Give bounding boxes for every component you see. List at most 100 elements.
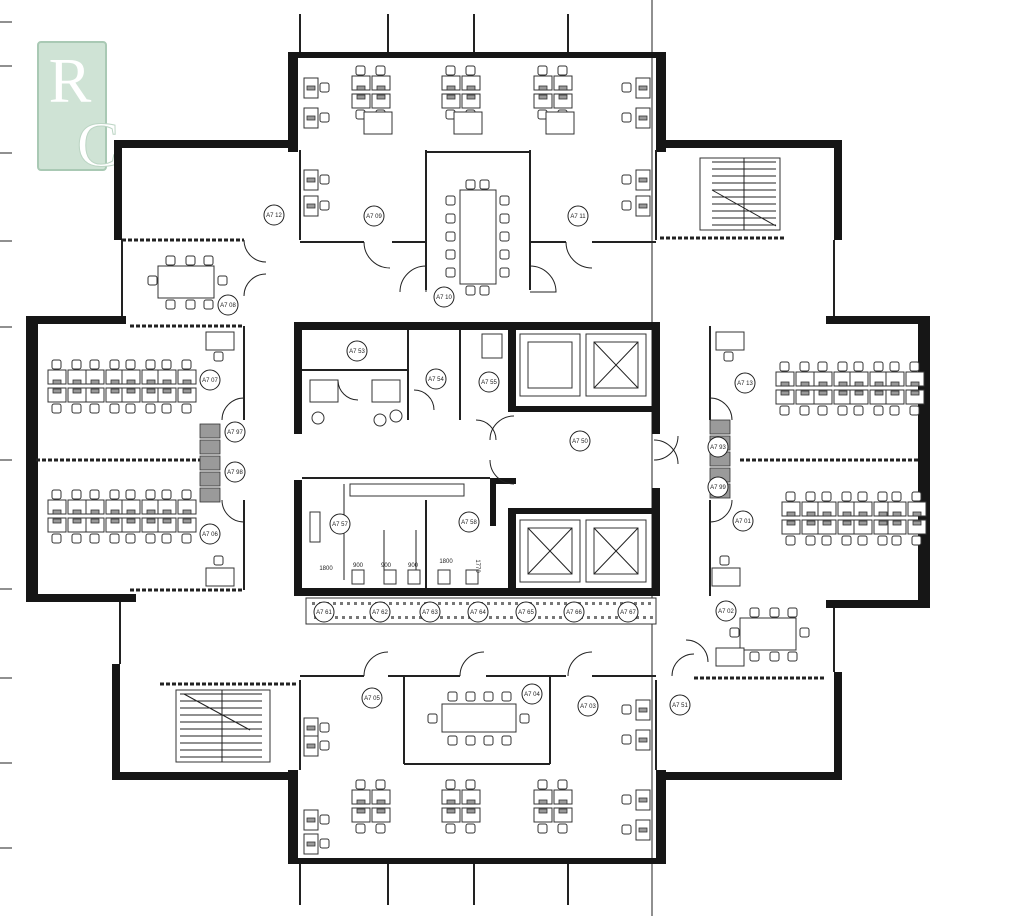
hatch-mark	[349, 616, 352, 619]
chair	[51, 489, 62, 500]
monitor	[52, 388, 62, 394]
chair	[71, 533, 82, 544]
monitor	[182, 518, 192, 524]
dimension-label: 1800	[319, 566, 333, 572]
desk	[47, 517, 67, 533]
monitor	[780, 390, 790, 396]
hatch-mark	[494, 602, 497, 605]
monitor	[306, 85, 316, 91]
hatch-mark	[368, 602, 371, 605]
exterior-walls	[26, 52, 930, 864]
monitor	[858, 520, 868, 526]
chair	[621, 174, 632, 185]
room-tag: А7 99	[707, 476, 729, 498]
meeting-table-top	[459, 189, 497, 285]
chair	[165, 255, 176, 266]
chair	[319, 814, 330, 825]
chair	[319, 200, 330, 211]
monitor	[376, 799, 386, 805]
corridor-tag-label: А7 61	[316, 610, 332, 616]
desk	[775, 389, 795, 405]
chair	[891, 535, 902, 546]
monitor	[638, 797, 648, 803]
monitor	[786, 520, 796, 526]
monitor	[446, 94, 456, 100]
chair	[719, 555, 730, 566]
hatch-mark	[536, 602, 539, 605]
hatch-mark	[636, 616, 639, 619]
monitor	[110, 509, 120, 515]
hatch-mark	[538, 616, 541, 619]
corridor-tag: А7 67	[617, 601, 639, 623]
locker	[199, 439, 221, 455]
chair	[479, 285, 490, 296]
chair	[841, 491, 852, 502]
desk	[205, 567, 235, 587]
corridor-tag-label: А7 65	[518, 610, 534, 616]
rc-logo: R C	[36, 40, 136, 181]
chair	[621, 82, 632, 93]
logo-letter-r: R	[49, 45, 92, 116]
chair	[787, 607, 798, 618]
hatch-mark	[559, 616, 562, 619]
hatch-mark	[333, 602, 336, 605]
desk	[553, 93, 573, 109]
chair	[213, 351, 224, 362]
monitor	[146, 518, 156, 524]
monitor	[800, 390, 810, 396]
monitor	[638, 203, 648, 209]
hatch-mark	[487, 602, 490, 605]
monitor	[912, 520, 922, 526]
monitor	[356, 85, 366, 91]
chair	[499, 249, 510, 260]
hatch-mark	[363, 616, 366, 619]
corridor-tag-label: А7 62	[372, 610, 388, 616]
chair	[465, 691, 476, 702]
monitor	[878, 520, 888, 526]
monitor	[126, 509, 136, 515]
room-tag-label: А7 10	[436, 295, 452, 301]
chair	[165, 299, 176, 310]
monitor	[126, 379, 136, 385]
monitor	[538, 799, 548, 805]
room-tag-label: А7 53	[349, 349, 365, 355]
monitor	[306, 725, 316, 731]
doors	[221, 239, 733, 677]
hatch-mark	[585, 602, 588, 605]
room-tag: А7 97	[224, 421, 246, 443]
room-tag-label: А7 03	[580, 704, 596, 710]
chair	[445, 213, 456, 224]
chair	[319, 112, 330, 123]
monitor	[446, 808, 456, 814]
meeting-table-right	[739, 617, 797, 651]
chair	[465, 779, 476, 790]
dimension-label: 900	[353, 563, 364, 569]
hatch-mark	[419, 616, 422, 619]
desk	[453, 111, 483, 135]
chair	[51, 359, 62, 370]
chair	[465, 179, 476, 190]
hatch-mark	[312, 602, 315, 605]
chair	[465, 735, 476, 746]
room-tag: А7 05	[361, 687, 383, 709]
chair	[89, 403, 100, 414]
chair	[805, 491, 816, 502]
room-tag-label: А7 13	[737, 381, 753, 387]
room-tag-label: А7 07	[202, 378, 218, 384]
room-tag: А7 01	[732, 510, 754, 532]
chair	[621, 112, 632, 123]
room-tag-label: А7 93	[710, 445, 726, 451]
chair	[465, 285, 476, 296]
chair	[445, 779, 456, 790]
chair	[537, 779, 548, 790]
monitor	[90, 518, 100, 524]
desk	[545, 111, 575, 135]
room-tag: А7 55	[478, 371, 500, 393]
hatch-mark	[417, 602, 420, 605]
desk	[887, 519, 907, 535]
stair-arrow	[711, 189, 777, 227]
room-tag-label: А7 54	[428, 377, 444, 383]
monitor	[466, 85, 476, 91]
room-tag-label: А7 58	[461, 520, 477, 526]
hatch-mark	[592, 602, 595, 605]
